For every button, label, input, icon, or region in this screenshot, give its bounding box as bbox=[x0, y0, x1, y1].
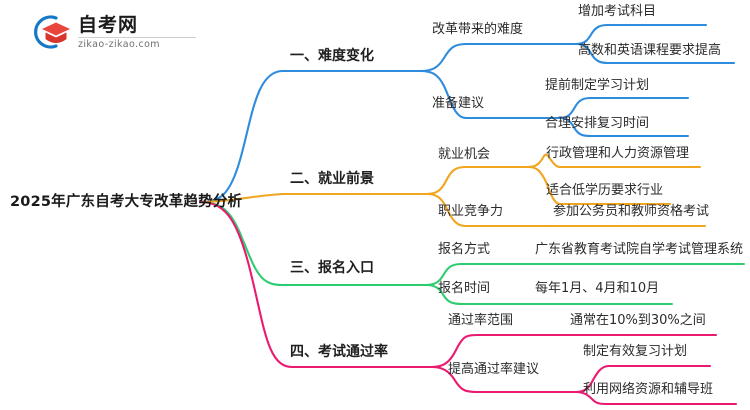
branch-4-child-1[interactable]: 通过率范围 bbox=[448, 313, 514, 328]
branch-1-child-2-leaf-2[interactable]: 合理安排复习时间 bbox=[545, 116, 650, 131]
logo-url: zikao-zikao.com bbox=[78, 39, 160, 50]
site-logo: 自考网 zikao-zikao.com bbox=[30, 12, 196, 52]
branch-2-child-2-leaf-1[interactable]: 参加公务员和教师资格考试 bbox=[553, 204, 710, 219]
branch-1-child-2-leaf-1[interactable]: 提前制定学习计划 bbox=[545, 78, 650, 93]
branch-3-child-2[interactable]: 报名时间 bbox=[438, 281, 491, 296]
branch-2-child-1-leaf-1[interactable]: 行政管理和人力资源管理 bbox=[546, 146, 690, 161]
branch-4-child-2-leaf-2[interactable]: 利用网络资源和辅导班 bbox=[583, 382, 714, 397]
branch-4-child-2[interactable]: 提高通过率建议 bbox=[448, 362, 540, 377]
branch-node-4[interactable]: 四、考试通过率 bbox=[290, 344, 388, 360]
wire-child1-to-leaf1 bbox=[574, 23, 708, 46]
branch-4-child-1-leaf-1[interactable]: 通常在10%到30%之间 bbox=[570, 313, 706, 328]
branch-1-child-1[interactable]: 改革带来的难度 bbox=[432, 22, 524, 37]
branch-node-2[interactable]: 二、就业前景 bbox=[290, 171, 374, 187]
branch-4-child-2-leaf-1[interactable]: 制定有效复习计划 bbox=[583, 344, 688, 359]
branch-1-child-1-leaf-2[interactable]: 高数和英语课程要求提高 bbox=[578, 43, 722, 58]
branch-3-child-1-leaf-1[interactable]: 广东省教育考试院自学考试管理系统 bbox=[535, 242, 744, 257]
branch-1-child-1-leaf-1[interactable]: 增加考试科目 bbox=[578, 4, 657, 19]
graduation-cap-icon bbox=[30, 12, 72, 52]
branch-node-1[interactable]: 一、难度变化 bbox=[290, 48, 374, 64]
logo-name-cn: 自考网 bbox=[78, 14, 139, 36]
branch-1-child-2[interactable]: 准备建议 bbox=[432, 96, 485, 111]
branch-3-child-2-leaf-1[interactable]: 每年1月、4月和10月 bbox=[535, 281, 660, 296]
wire-root-to-branch4 bbox=[198, 200, 434, 369]
wire-child2-to-leaf1 bbox=[558, 96, 690, 120]
mindmap-root-node[interactable]: 2025年广东自考大专改革趋势分析 bbox=[10, 194, 243, 210]
branch-2-child-2[interactable]: 职业竞争力 bbox=[438, 204, 504, 219]
branch-2-child-1-leaf-2[interactable]: 适合低学历要求行业 bbox=[546, 183, 664, 198]
wire-branch1-to-child1 bbox=[418, 42, 578, 73]
branch-node-3[interactable]: 三、报名入口 bbox=[290, 260, 374, 276]
branch-3-child-1[interactable]: 报名方式 bbox=[438, 242, 491, 257]
branch-2-child-1[interactable]: 就业机会 bbox=[438, 147, 491, 162]
wire-branch2-to-child1 bbox=[424, 165, 530, 196]
logo-divider bbox=[78, 37, 196, 38]
